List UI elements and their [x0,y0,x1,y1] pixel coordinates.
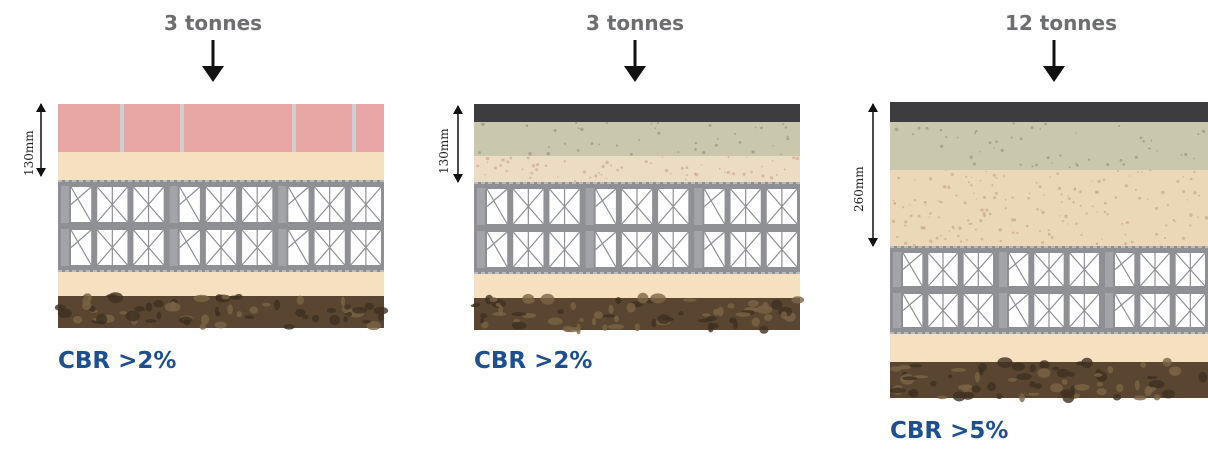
geocellular-crate-layer [474,182,800,274]
load-arrow-1 [202,40,224,82]
base-course-layer [890,122,1208,170]
depth-arrow-2 [453,105,463,183]
load-label-2: 3 tonnes [585,11,685,35]
cross-section-2 [470,104,805,335]
sub-base-layer [474,156,800,182]
sand-blinding-layer [474,274,800,298]
cross-section-1 [54,104,389,331]
depth-label-3: 260mm [852,166,866,212]
block-paving-layer [58,104,384,152]
cbr-label-2: CBR >2% [474,348,593,374]
load-label-1: 3 tonnes [163,11,263,35]
depth-arrow-1 [36,103,46,177]
subgrade-layer [890,362,1208,398]
load-arrow-3 [1043,40,1065,82]
load-label-3: 12 tonnes [1004,11,1118,35]
load-arrow-2 [624,40,646,82]
cbr-label-1: CBR >2% [58,348,177,374]
cbr-label-3: CBR >5% [890,418,1009,444]
geocellular-crate-layer [58,180,384,272]
asphalt-surface-layer [890,102,1208,122]
sand-blinding-layer [58,272,384,296]
bedding-sand-layer [58,152,384,180]
base-course-layer [474,122,800,156]
cross-section-3 [889,102,1208,404]
depth-arrow-3 [868,103,878,247]
depth-label-2: 130mm [437,128,451,174]
sand-blinding-layer [890,334,1208,362]
asphalt-surface-layer [474,104,800,122]
geocellular-crate-layer [890,246,1208,334]
